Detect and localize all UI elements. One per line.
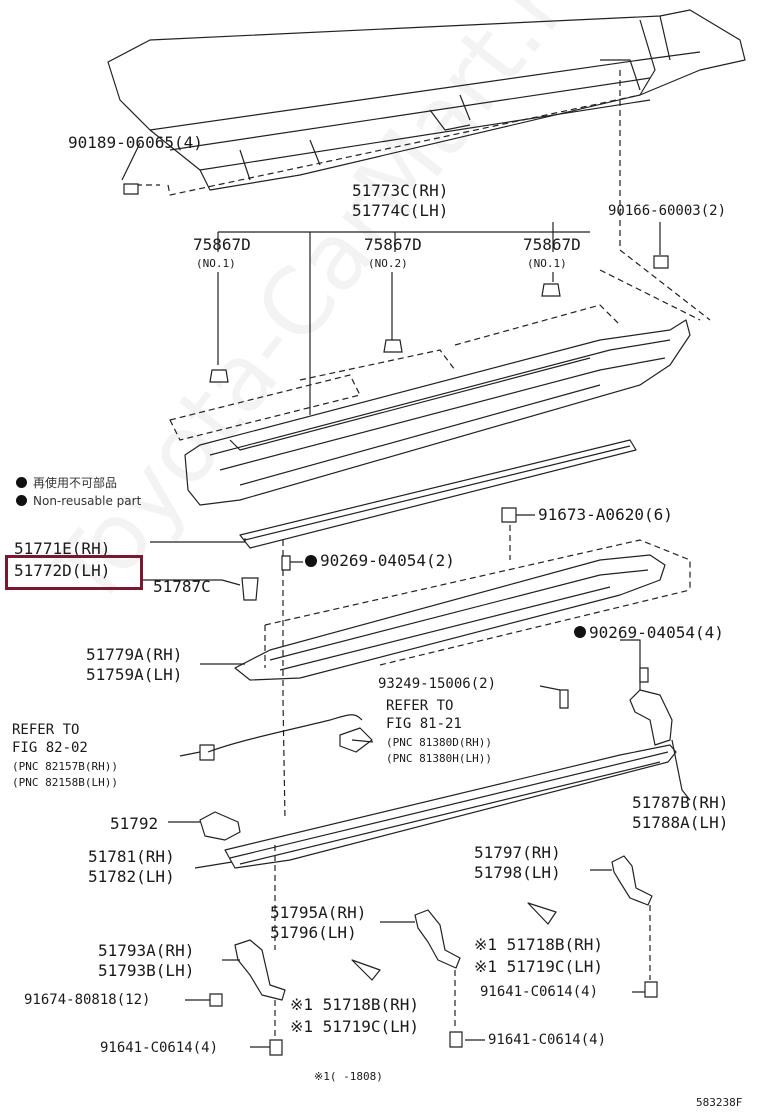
label-90269-4: 90269-04054(4) [589,623,724,642]
footnote: ※1( -1808) [314,1070,383,1083]
label-51787c: 51787C [153,577,211,596]
label-51718b-left: ※1 51718B(RH) [290,995,419,1014]
highlight-box[interactable] [5,555,143,590]
legend-dot-icon [16,477,27,488]
screw-93249 [559,689,569,709]
label-75867d-2-note: (NO.2) [368,257,408,270]
rocker-frame [107,9,746,191]
label-90189: 90189-06065(4) [68,133,203,152]
label-51771e: 51771E(RH) [14,539,111,558]
cover-1 [351,959,381,981]
legend-en: Non-reusable part [16,494,141,508]
label-51779a: 51779A(RH) [86,645,183,664]
bolt-91641-l [269,1039,283,1056]
cover-2 [527,902,557,925]
bolt-right [653,255,669,269]
label-75867d-2: 75867D [364,235,422,254]
label-51793b: 51793B(LH) [98,961,195,980]
label-51796: 51796(LH) [270,923,357,942]
ref-fig82-line4: (PNC 82158B(LH)) [12,776,118,789]
label-51772d[interactable]: 51772D(LH) [14,561,111,580]
figure-number: 583238F [696,1096,743,1109]
label-51774c: 51774C(LH) [352,201,449,220]
label-51792: 51792 [110,814,159,833]
label-51787b: 51787B(RH) [632,793,729,812]
label-75867d-1-note: (NO.1) [196,257,236,270]
clip-1 [209,369,229,383]
label-75867d-3-note: (NO.1) [527,257,567,270]
side-step-rail [224,744,677,869]
wire-harness [207,714,363,753]
label-51797: 51797(RH) [474,843,561,862]
legend-jp: 再使用不可部品 [16,474,117,491]
label-51781: 51781(RH) [88,847,175,866]
ref-fig82-line2[interactable]: FIG 82-02 [12,740,88,756]
label-75867d-1: 75867D [193,235,251,254]
ref-fig82-line3: (PNC 82157B(RH)) [12,760,118,773]
ref-fig82-line1[interactable]: REFER TO [12,722,80,738]
label-51793a: 51793A(RH) [98,941,195,960]
step-bracket-plate [234,554,666,681]
rear-leg [611,855,653,906]
clip-2 [383,339,403,353]
label-75867d-3: 75867D [523,235,581,254]
small-bracket [199,811,241,841]
side-step-upper [184,319,691,506]
non-reusable-dot-icon [574,626,586,638]
screw-90269b [639,667,649,683]
label-51719c-right: ※1 51719C(LH) [474,957,603,976]
step-pad [239,439,637,549]
bolt-91641-r [644,981,658,998]
label-51788a: 51788A(LH) [632,813,729,832]
bolt-top [123,183,139,195]
label-91641-center: 91641-C0614(4) [488,1032,607,1048]
ref-fig81-line2[interactable]: FIG 81-21 [386,716,462,732]
screw-90269a [281,555,291,571]
middle-leg [414,909,461,969]
label-90166: 90166-60003(2) [608,203,727,219]
label-51795a: 51795A(RH) [270,903,367,922]
label-91641-right: 91641-C0614(4) [480,984,599,1000]
label-51782: 51782(LH) [88,867,175,886]
label-51773c: 51773C(RH) [352,181,449,200]
clip-3 [541,283,561,297]
ref-fig81-line1[interactable]: REFER TO [386,698,454,714]
label-51798: 51798(LH) [474,863,561,882]
ref-fig81-line3: (PNC 81380D(RH)) [386,736,492,749]
label-91641-left: 91641-C0614(4) [100,1040,219,1056]
non-reusable-dot-icon [305,555,317,567]
courtesy-lamp [339,727,373,753]
label-93249: 93249-15006(2) [378,676,497,692]
ref-fig81-line4: (PNC 81380H(LH)) [386,752,492,765]
rear-bracket [629,689,673,746]
front-leg [234,939,286,1001]
label-51719c-left: ※1 51719C(LH) [290,1017,419,1036]
label-51718b-right: ※1 51718B(RH) [474,935,603,954]
bolt-91674 [209,993,223,1007]
clip-51787c [241,577,259,601]
label-91673: 91673-A0620(6) [538,505,673,524]
label-90269-2: 90269-04054(2) [320,551,455,570]
label-51759a: 51759A(LH) [86,665,183,684]
bolt-91641-c [449,1031,463,1048]
label-91674: 91674-80818(12) [24,992,151,1008]
bolt-91673 [501,507,517,523]
legend-dot-icon [16,495,27,506]
